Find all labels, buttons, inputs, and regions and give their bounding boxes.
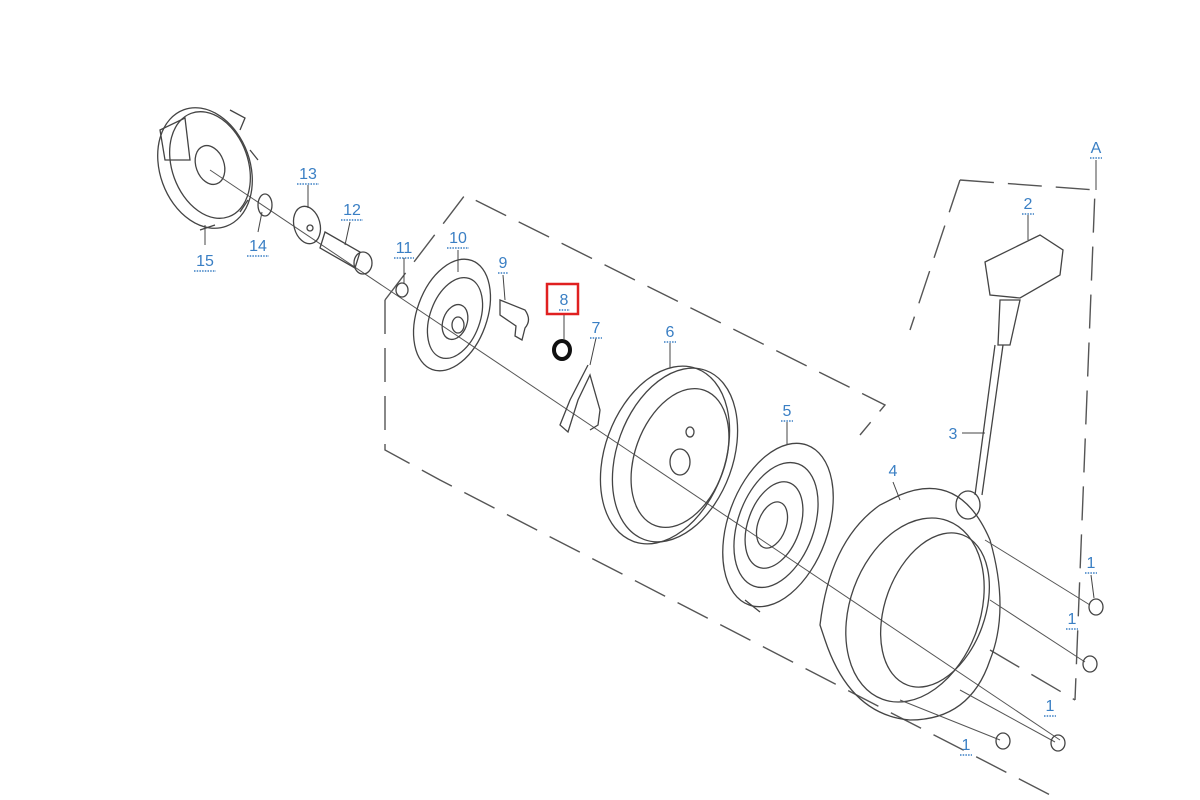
highlight-box-part-8 — [545, 282, 580, 316]
label-part-12[interactable]: 12 — [343, 202, 361, 219]
label-part-7[interactable]: 7 — [592, 320, 601, 337]
part-5-recoil-spring — [722, 442, 834, 613]
label-part-14[interactable]: 14 — [249, 238, 267, 255]
part-6-reel — [599, 365, 739, 545]
assembly-axis — [209, 169, 1061, 741]
part-15-ratchet — [157, 107, 259, 231]
part-2-handle — [984, 234, 1064, 346]
label-part-15[interactable]: 15 — [196, 253, 214, 270]
part-1-bolts — [899, 539, 1104, 752]
label-A[interactable]: A — [1091, 140, 1102, 157]
part-9-pawl — [499, 299, 530, 341]
label-part-13[interactable]: 13 — [299, 166, 317, 183]
label-part-1[interactable]: 1 — [1046, 698, 1055, 715]
label-part-4[interactable]: 4 — [889, 463, 898, 480]
part-13-washer — [292, 205, 322, 245]
part-7-spring — [559, 364, 601, 434]
part-14-clip — [257, 193, 273, 217]
label-underlines — [194, 157, 1102, 756]
leader-lines — [204, 160, 1097, 599]
label-part-2[interactable]: 2 — [1024, 196, 1033, 213]
part-4-starter-housing — [819, 487, 1001, 721]
label-part-6[interactable]: 6 — [666, 324, 675, 341]
label-part-5[interactable]: 5 — [783, 403, 792, 420]
label-part-11[interactable]: 11 — [396, 240, 413, 257]
part-11-nut — [395, 282, 409, 298]
label-part-10[interactable]: 10 — [449, 230, 467, 247]
part-8-guide — [552, 339, 572, 361]
label-part-1[interactable]: 1 — [1068, 611, 1077, 628]
part-10-friction-plate — [412, 258, 492, 372]
assembly-frames — [384, 179, 1096, 800]
label-part-1[interactable]: 1 — [962, 737, 971, 754]
label-part-3[interactable]: 3 — [949, 426, 958, 443]
label-part-9[interactable]: 9 — [499, 255, 508, 272]
part-12-bolt — [319, 231, 373, 275]
label-part-1[interactable]: 1 — [1087, 555, 1096, 572]
label-part-8[interactable]: 8 — [560, 292, 569, 309]
part-labels: A 2 3 4 5 6 7 8 9 10 11 12 13 14 15 1 1 … — [196, 140, 1102, 754]
part-3-rope — [974, 344, 1004, 496]
